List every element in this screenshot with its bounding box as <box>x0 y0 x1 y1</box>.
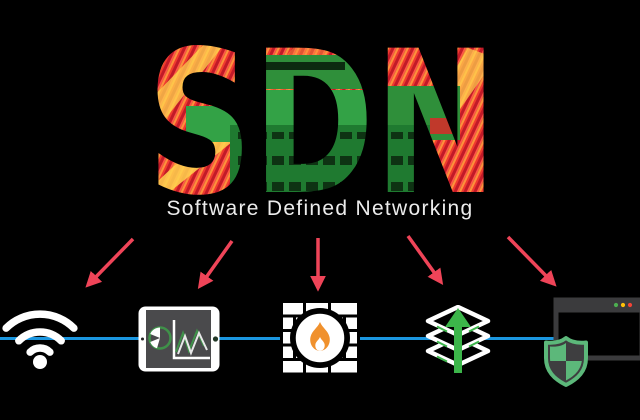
up-arrow-glyph <box>445 308 471 373</box>
tablet-home-button <box>212 336 219 342</box>
window-dot-green <box>613 302 619 308</box>
sdn-title-art: SDN <box>140 30 510 205</box>
down-arrow-5 <box>506 235 557 287</box>
window-dot-red <box>627 302 633 308</box>
stack-leds <box>436 325 480 363</box>
line-chart-glyph <box>172 320 210 360</box>
firewall-icon <box>280 299 360 377</box>
pie-chart-glyph <box>148 326 172 350</box>
secure-browser-icon <box>544 297 640 387</box>
tablet-camera-dot <box>141 337 144 341</box>
down-arrow-1 <box>85 237 135 288</box>
network-stack-icon <box>425 305 491 373</box>
window-dot-yellow <box>620 302 626 308</box>
sdn-letters-fill <box>140 30 510 205</box>
down-arrow-2 <box>197 239 234 289</box>
flame-glyph <box>310 322 330 351</box>
security-shield <box>544 336 588 387</box>
monitoring-tablet-icon <box>138 306 220 372</box>
browser-titlebar <box>553 297 640 313</box>
subtitle: Software Defined Networking <box>166 197 474 220</box>
wifi-icon <box>2 310 78 369</box>
down-arrow-4 <box>406 234 444 285</box>
